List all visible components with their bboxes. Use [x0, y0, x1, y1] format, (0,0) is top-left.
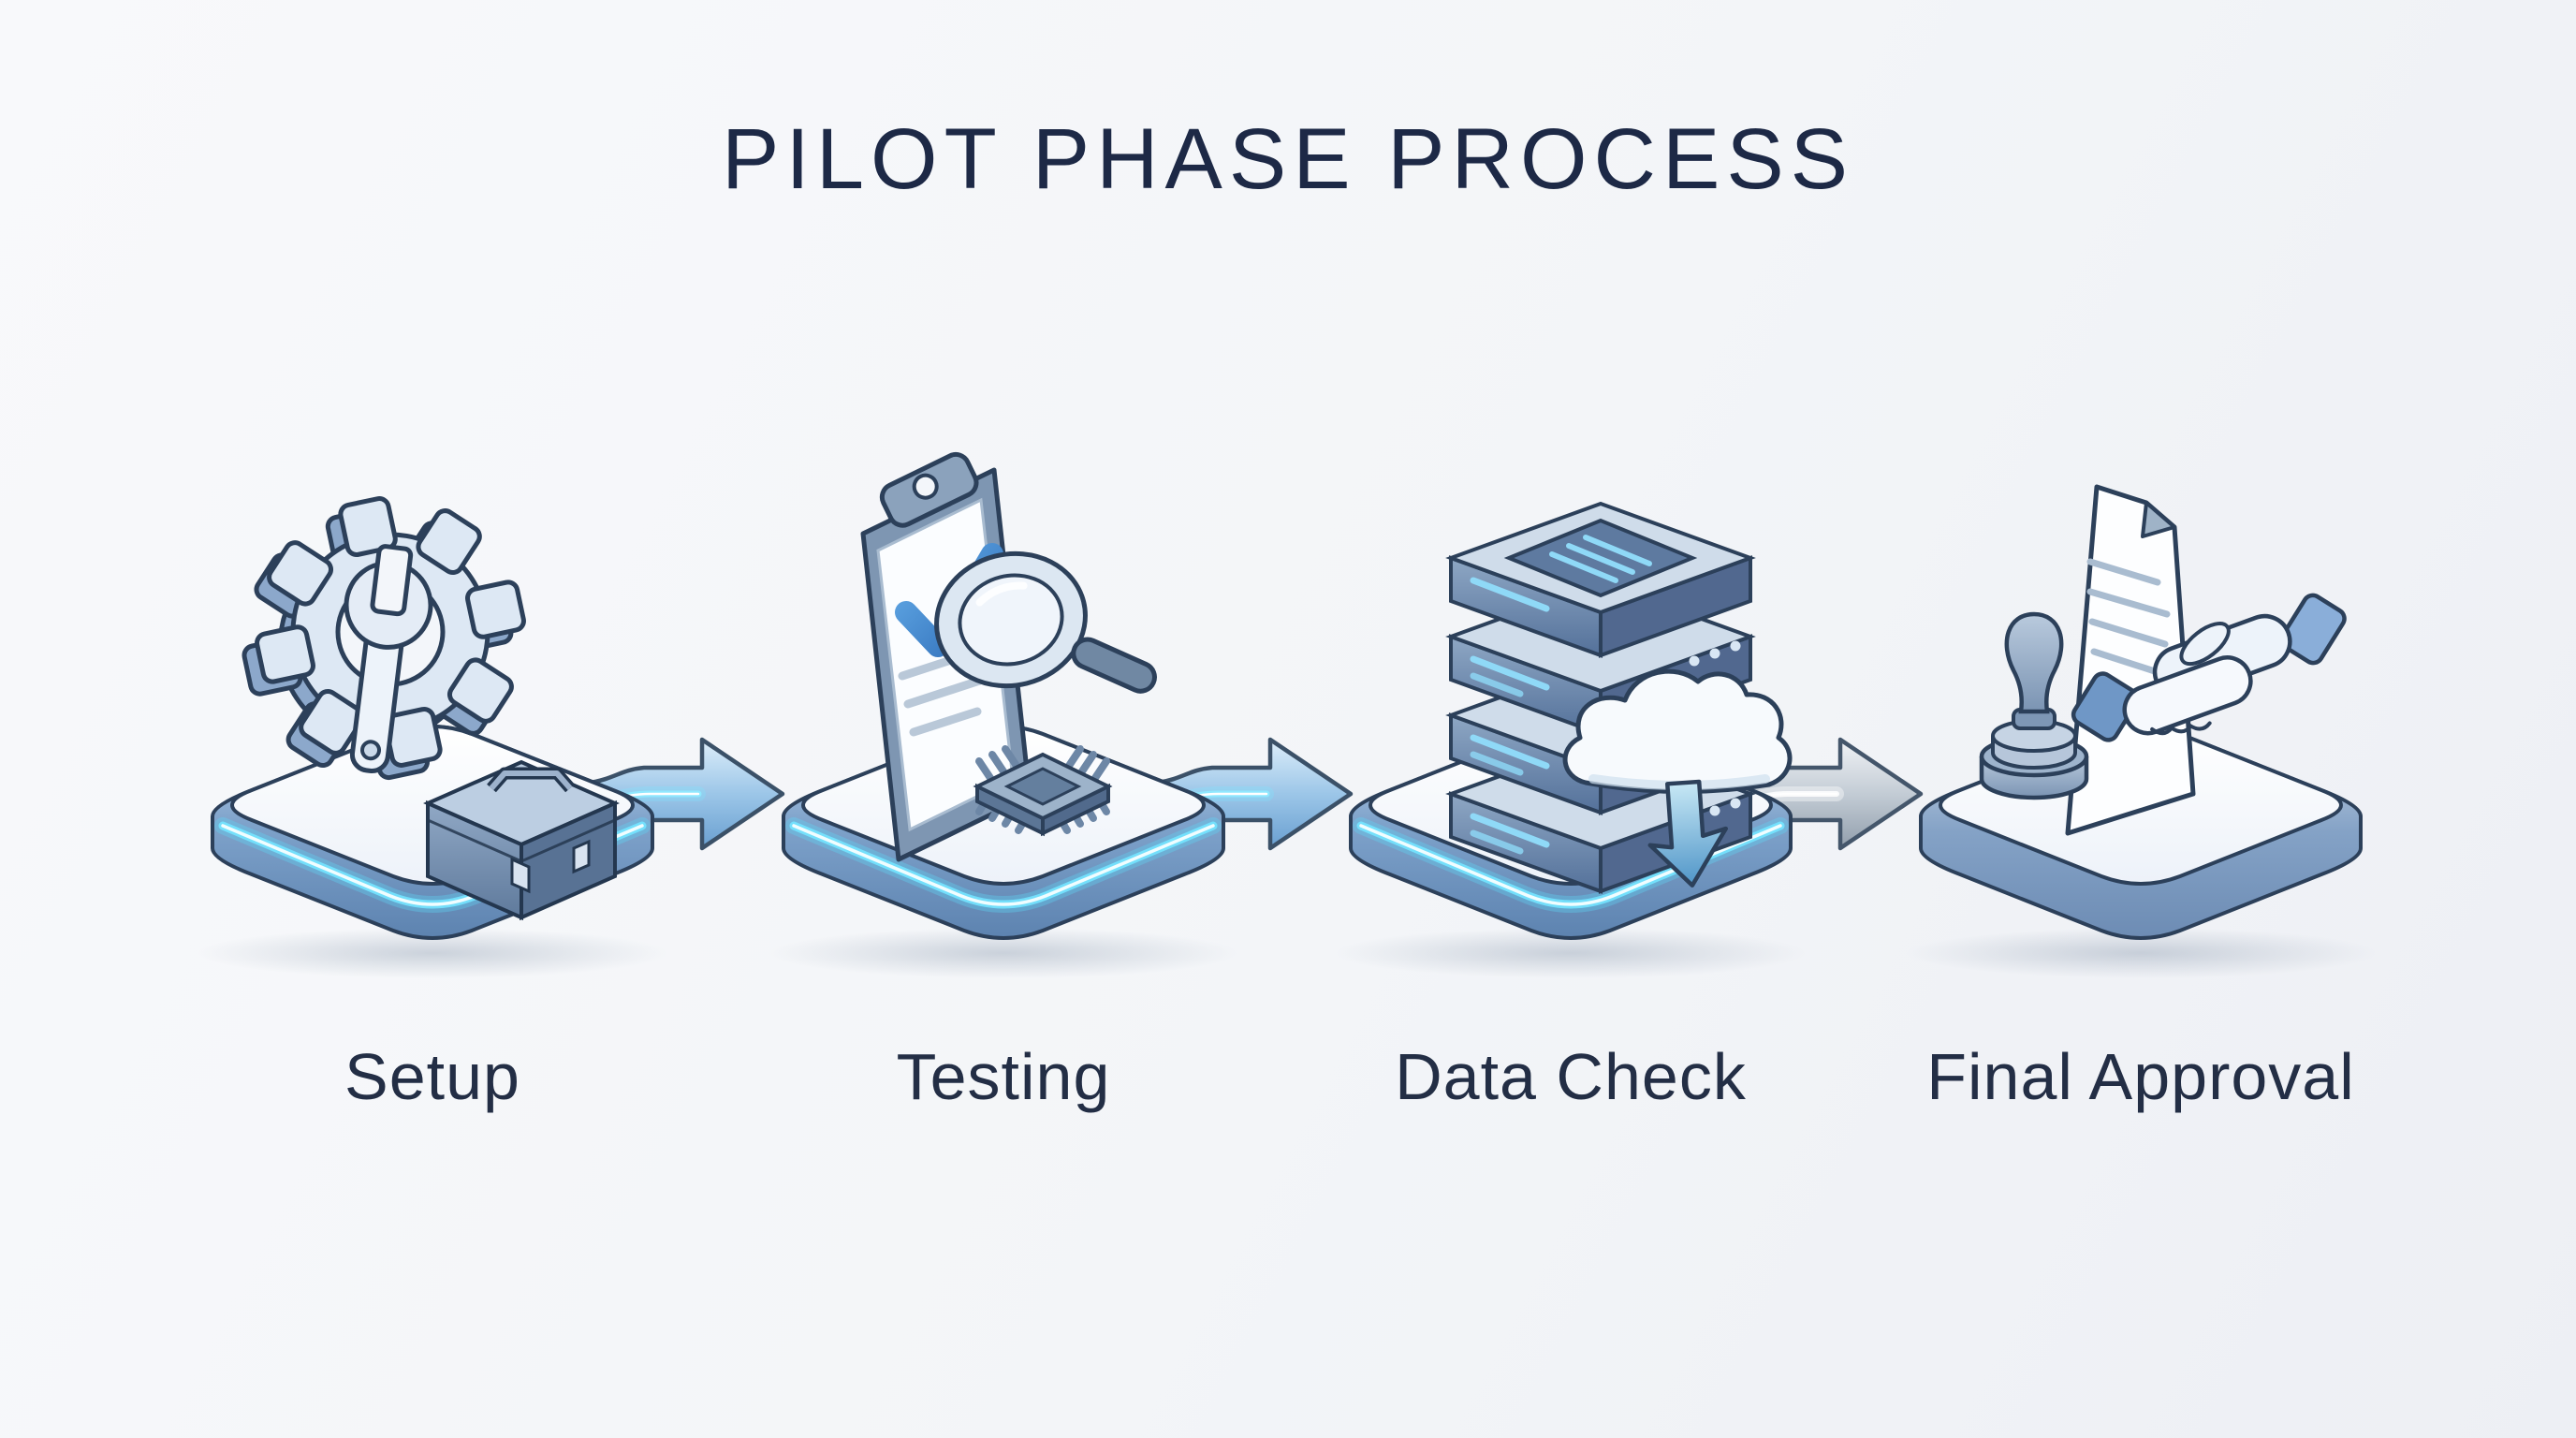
stage-label-data-check: Data Check — [1395, 1040, 1747, 1113]
cloud-icon — [1562, 668, 1793, 795]
page-title: PILOT PHASE PROCESS — [721, 111, 1855, 207]
clipboard-clip — [879, 451, 979, 528]
stage-testing — [768, 393, 1239, 978]
toolbox-icon — [423, 759, 620, 921]
platform-neon-edge — [785, 817, 1222, 913]
stamp-icon — [1979, 611, 2089, 800]
stage-final-approval — [1905, 393, 2377, 978]
download-arrow-icon — [1647, 779, 1729, 888]
chip-icon — [973, 745, 1113, 837]
stage-label-final-approval: Final Approval — [1926, 1040, 2355, 1113]
platform-neon-edge — [1353, 817, 1789, 913]
wrench-icon — [344, 544, 433, 773]
stage-setup — [197, 393, 668, 978]
stage-label-testing: Testing — [896, 1040, 1111, 1113]
magnifier-icon — [934, 550, 1157, 694]
stage-data-check — [1335, 393, 1807, 978]
platform-shadow — [1335, 928, 1807, 978]
platform-shadow — [768, 928, 1239, 978]
platform-shadow — [1905, 928, 2377, 978]
handshake-icon — [2071, 593, 2347, 742]
stage-label-setup: Setup — [344, 1040, 520, 1113]
platform-shadow — [197, 928, 668, 978]
